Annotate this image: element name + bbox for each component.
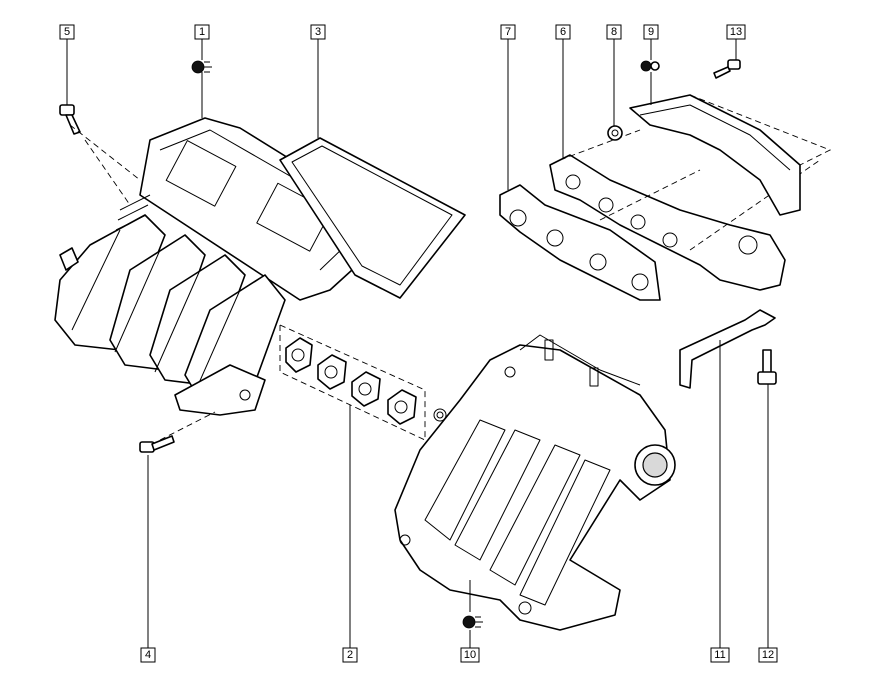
- clip-10-icon: [462, 615, 483, 629]
- callout-4: 4: [140, 647, 156, 663]
- exhaust-gasket: [499, 184, 661, 301]
- svg-text:1: 1: [199, 26, 205, 38]
- callout-9: 9: [643, 24, 659, 40]
- callout-8: 8: [606, 24, 622, 40]
- svg-text:12: 12: [762, 649, 774, 661]
- callout-11: 11: [710, 647, 730, 663]
- callout-10: 10: [460, 647, 480, 663]
- callout-6: 6: [555, 24, 571, 40]
- svg-text:8: 8: [611, 26, 617, 38]
- plenum-gasket: [279, 137, 466, 299]
- exhaust-manifold: [549, 129, 821, 291]
- callout-3: 3: [310, 24, 326, 40]
- svg-text:4: 4: [145, 649, 151, 661]
- callout-2: 2: [342, 647, 358, 663]
- svg-text:7: 7: [505, 26, 511, 38]
- bolt-5-icon: [59, 104, 81, 135]
- svg-text:9: 9: [648, 26, 654, 38]
- heat-shield: [629, 94, 832, 216]
- svg-text:11: 11: [714, 649, 725, 661]
- callout-1: 1: [194, 24, 210, 40]
- callout-13: 13: [726, 24, 746, 40]
- intake-manifold-upper: [54, 117, 386, 416]
- bolt-13-icon: [713, 59, 741, 79]
- svg-text:10: 10: [464, 649, 476, 661]
- callout-7: 7: [500, 24, 516, 40]
- svg-text:2: 2: [347, 649, 353, 661]
- svg-text:6: 6: [560, 26, 566, 38]
- port-gaskets: [279, 324, 447, 441]
- svg-text:13: 13: [730, 26, 742, 38]
- fasteners: [59, 59, 777, 629]
- svg-text:5: 5: [64, 26, 70, 38]
- clip-1-icon: [191, 60, 212, 74]
- callout-5: 5: [59, 24, 75, 40]
- svg-text:3: 3: [315, 26, 321, 38]
- bolt-4-icon: [139, 435, 175, 453]
- stud-12-icon: [757, 349, 777, 385]
- clip-9-icon: [640, 60, 660, 72]
- nut-8-icon: [607, 125, 623, 141]
- intake-manifold-lower: [394, 334, 676, 631]
- callout-12: 12: [758, 647, 778, 663]
- leader-lines: [66, 39, 769, 648]
- support-bracket: [679, 309, 776, 389]
